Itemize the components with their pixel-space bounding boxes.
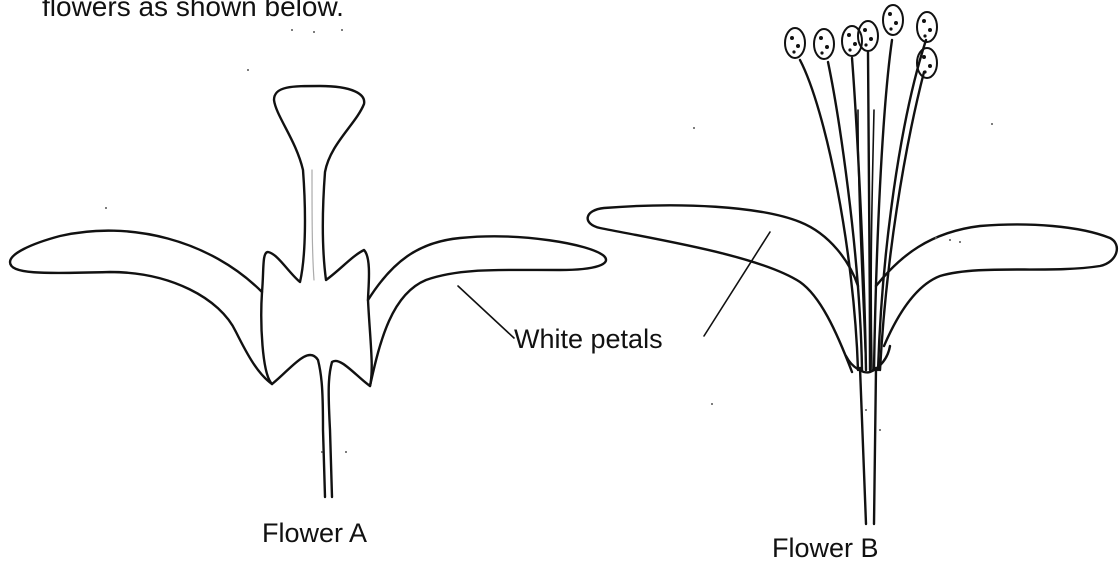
flower-b-receptacle [846, 346, 890, 372]
petal-pointer-line-b [704, 232, 770, 336]
petal-pointer-line-a [458, 286, 514, 338]
flower-a-style-inner [312, 170, 314, 280]
flower-a-drawing [10, 86, 606, 497]
flower-b-label: Flower B [772, 532, 879, 564]
flower-b-stalk [860, 368, 866, 524]
flower-a-label: Flower A [262, 517, 367, 549]
anther-icon [883, 5, 903, 35]
flower-b-stalk-2 [874, 368, 876, 524]
white-petals-label: White petals [514, 323, 663, 355]
flower-b-right-petal [876, 225, 1117, 347]
flower-b-filament-2 [828, 62, 862, 370]
flower-b-filament-1 [800, 60, 858, 370]
anther-icon [785, 28, 805, 58]
flower-b-anthers [785, 5, 937, 78]
flower-b-filament-4 [868, 52, 870, 370]
flower-a-pistil [261, 86, 371, 497]
flower-a-right-petal [368, 236, 606, 386]
anther-icon [917, 12, 937, 42]
flower-b-filament-7 [880, 72, 924, 370]
flower-a-left-petal [10, 231, 272, 384]
anther-icon [814, 29, 834, 59]
flower-b-drawing [588, 40, 1117, 524]
